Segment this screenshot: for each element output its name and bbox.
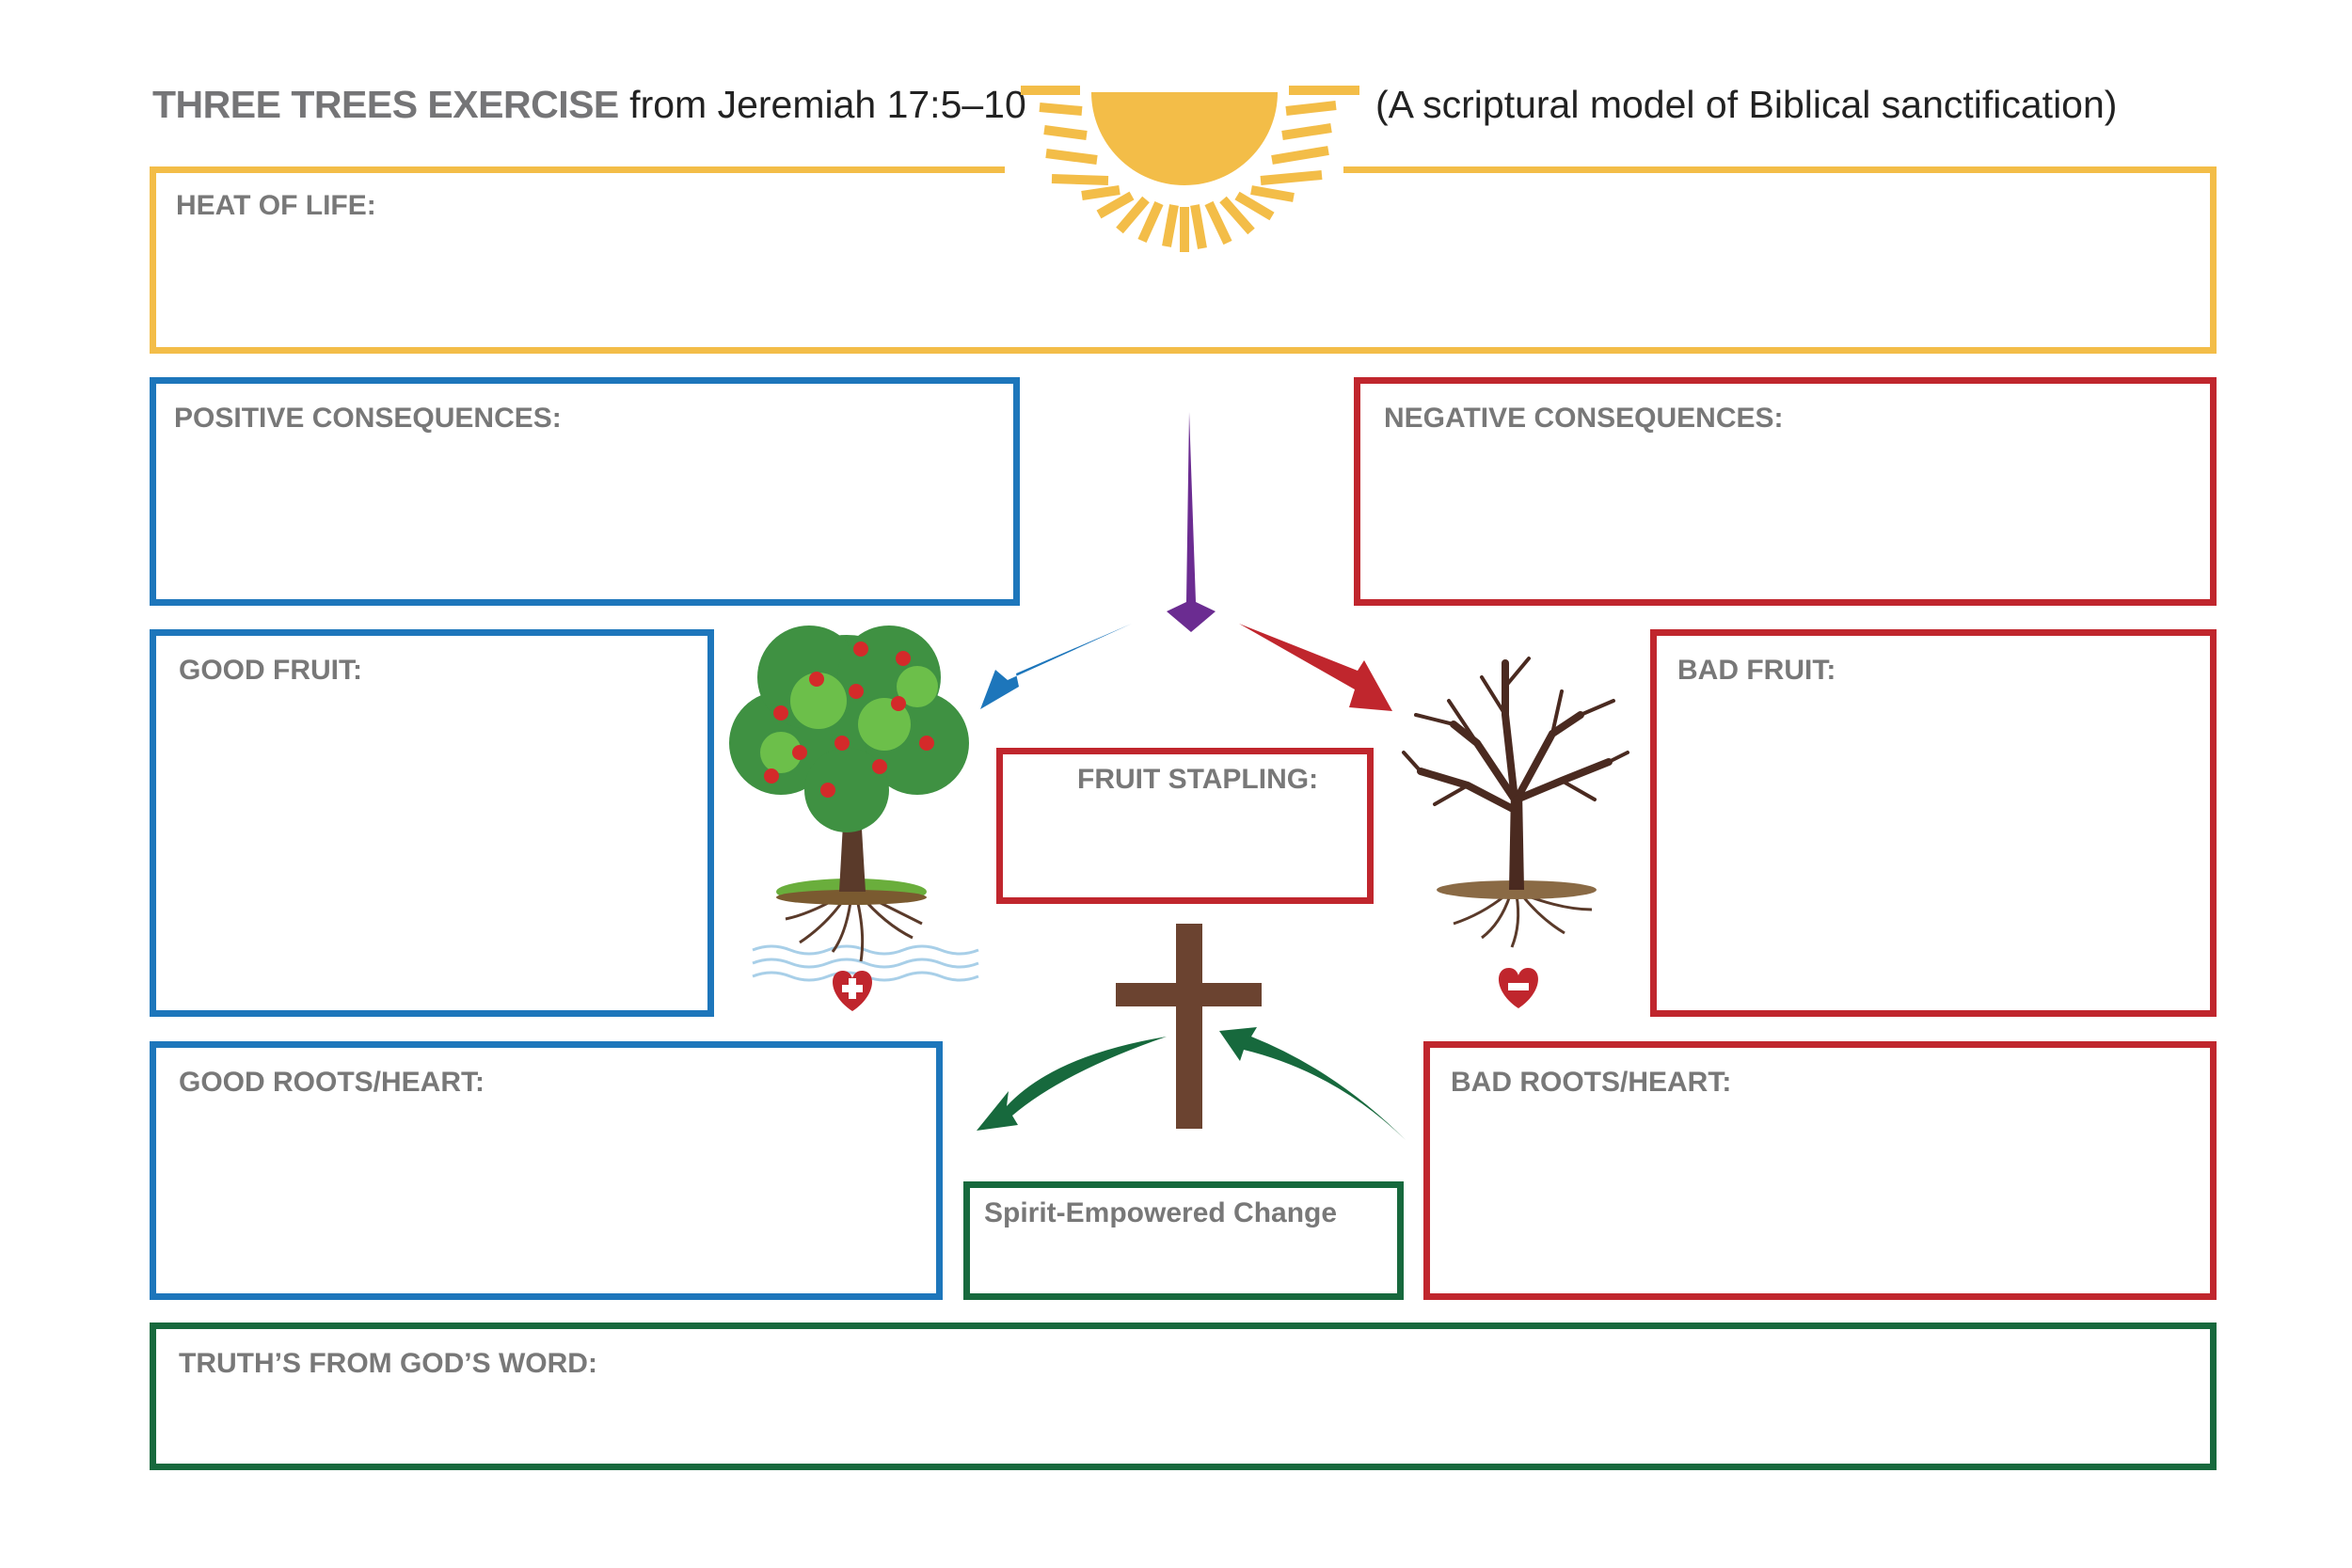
negative-consequences-label: NEGATIVE CONSEQUENCES:	[1384, 403, 1784, 434]
positive-consequences-label: POSITIVE CONSEQUENCES:	[174, 403, 562, 434]
truths-label: TRUTH’S FROM GOD’S WORD:	[179, 1348, 597, 1379]
bad-fruit-box[interactable]: BAD FRUIT:	[1650, 629, 2217, 1017]
fruit-stapling-label: FRUIT STAPLING:	[1077, 764, 1319, 795]
green-arrow-right-icon	[1219, 1027, 1406, 1140]
heat-of-life-label: HEAT OF LIFE:	[176, 190, 376, 221]
sun-icon	[1005, 86, 1359, 252]
negative-consequences-box[interactable]: NEGATIVE CONSEQUENCES:	[1354, 377, 2217, 606]
positive-consequences-box[interactable]: POSITIVE CONSEQUENCES:	[150, 377, 1020, 606]
bad-roots-label: BAD ROOTS/HEART:	[1451, 1067, 1732, 1098]
fruit-stapling-box[interactable]: FRUIT STAPLING:	[996, 748, 1374, 904]
title-bold: THREE TREES EXERCISE	[152, 83, 619, 126]
good-tree-icon	[729, 626, 979, 982]
title-reference: from Jeremiah 17:5–10	[618, 83, 1026, 126]
bad-roots-box[interactable]: BAD ROOTS/HEART:	[1423, 1041, 2217, 1300]
truths-box[interactable]: TRUTH’S FROM GOD’S WORD:	[150, 1323, 2217, 1470]
spirit-change-box[interactable]: Spirit-Empowered Change	[963, 1181, 1404, 1300]
blue-arrow-icon	[980, 624, 1132, 709]
page-title: THREE TREES EXERCISE from Jeremiah 17:5–…	[152, 83, 1026, 127]
heart-plus-icon	[833, 971, 872, 1011]
bad-tree-icon	[1402, 657, 1629, 948]
heart-minus-icon	[1499, 968, 1538, 1008]
spirit-change-label: Spirit-Empowered Change	[984, 1197, 1338, 1228]
bad-fruit-label: BAD FRUIT:	[1677, 655, 1836, 686]
cross-icon	[1116, 924, 1262, 1129]
red-arrow-icon	[1239, 624, 1392, 711]
good-fruit-box[interactable]: GOOD FRUIT:	[150, 629, 714, 1017]
green-arrow-left-icon	[977, 1037, 1167, 1131]
purple-arrow-icon	[1167, 412, 1216, 632]
page-subtitle: (A scriptural model of Biblical sanctifi…	[1375, 83, 2118, 126]
good-roots-box[interactable]: GOOD ROOTS/HEART:	[150, 1041, 943, 1300]
good-fruit-label: GOOD FRUIT:	[179, 655, 362, 686]
good-roots-label: GOOD ROOTS/HEART:	[179, 1067, 485, 1098]
